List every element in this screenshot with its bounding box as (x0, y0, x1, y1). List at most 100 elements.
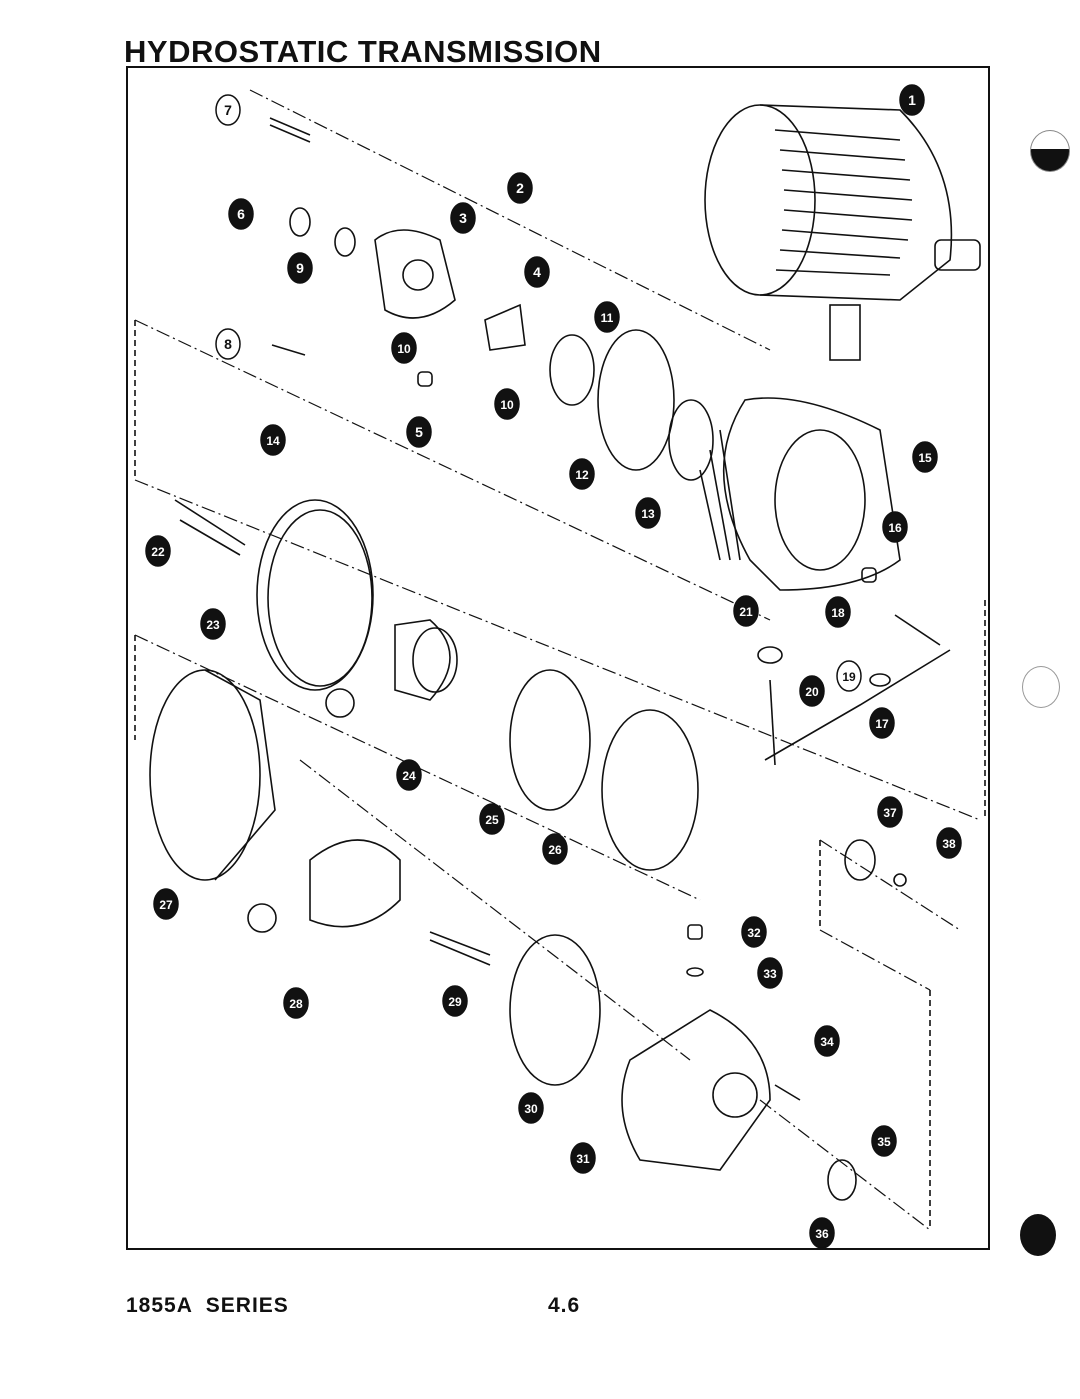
callout-label: 38 (942, 837, 956, 851)
callout-marker (287, 252, 313, 284)
callout-label: 24 (402, 769, 416, 783)
parts (149, 117, 951, 1201)
callout-marker (518, 1092, 544, 1124)
callout-19: 19 (836, 660, 862, 692)
callout-label: 3 (459, 210, 467, 226)
callout-10: 10 (391, 332, 417, 364)
callout-label: 4 (533, 264, 541, 280)
callout-18: 18 (825, 596, 851, 628)
callout-marker (814, 1025, 840, 1057)
callout-marker (836, 660, 862, 692)
callout-36: 36 (809, 1217, 835, 1249)
callout-marker (145, 535, 171, 567)
callout-marker (283, 987, 309, 1019)
callout-12: 12 (569, 458, 595, 490)
callout-marker (635, 497, 661, 529)
transmission-assembly (704, 104, 981, 361)
callout-16: 16 (882, 511, 908, 543)
callout-label: 8 (224, 336, 232, 352)
callout-label: 19 (842, 670, 856, 684)
callout-label: 5 (415, 424, 423, 440)
callout-21: 21 (733, 595, 759, 627)
callout-label: 21 (739, 605, 753, 619)
callout-marker (594, 301, 620, 333)
callout-28: 28 (283, 987, 309, 1019)
callout-label: 17 (875, 717, 889, 731)
callout-29: 29 (442, 985, 468, 1017)
callout-marker (507, 172, 533, 204)
diagram-frame (126, 66, 990, 1250)
callout-label: 25 (485, 813, 499, 827)
callout-marker (479, 803, 505, 835)
callout-23: 23 (200, 608, 226, 640)
callout-marker (799, 675, 825, 707)
callout-27: 27 (153, 888, 179, 920)
callout-marker (153, 888, 179, 920)
callout-marker (936, 827, 962, 859)
callout-label: 22 (151, 545, 165, 559)
callout-6: 6 (228, 198, 254, 230)
callout-marker (542, 833, 568, 865)
callout-25: 25 (479, 803, 505, 835)
callout-label: 11 (601, 311, 614, 325)
callout-label: 10 (397, 342, 411, 356)
callout-marker (871, 1125, 897, 1157)
callout-label: 1 (908, 92, 916, 108)
callout-label: 30 (524, 1102, 538, 1116)
callout-30: 30 (518, 1092, 544, 1124)
callout-marker (215, 94, 241, 126)
callout-38: 38 (936, 827, 962, 859)
callout-label: 2 (516, 180, 524, 196)
callout-3: 3 (450, 202, 476, 234)
callout-marker (899, 84, 925, 116)
callout-label: 26 (548, 843, 562, 857)
callout-label: 35 (877, 1135, 891, 1149)
callout-1: 1 (899, 84, 925, 116)
callout-2: 2 (507, 172, 533, 204)
callout-10: 10 (494, 388, 520, 420)
callout-35: 35 (871, 1125, 897, 1157)
callout-13: 13 (635, 497, 661, 529)
callout-label: 16 (888, 521, 902, 535)
page-title: HYDROSTATIC TRANSMISSION (124, 34, 602, 69)
binder-hole-top (1030, 130, 1070, 172)
callout-label: 7 (224, 102, 232, 118)
callout-15: 15 (912, 441, 938, 473)
callout-14: 14 (260, 424, 286, 456)
callout-label: 6 (237, 206, 245, 222)
binder-hole-middle (1022, 666, 1060, 708)
callout-label: 29 (448, 995, 462, 1009)
callout-11: 11 (594, 301, 620, 333)
callout-marker (524, 256, 550, 288)
callout-marker (450, 202, 476, 234)
callout-7: 7 (215, 94, 241, 126)
callout-label: 23 (206, 618, 220, 632)
callout-label: 34 (820, 1035, 834, 1049)
callout-marker (228, 198, 254, 230)
callout-marker (260, 424, 286, 456)
callout-label: 12 (575, 468, 589, 482)
callout-marker (912, 441, 938, 473)
callout-31: 31 (570, 1142, 596, 1174)
callout-marker (877, 796, 903, 828)
callout-marker (569, 458, 595, 490)
callout-9: 9 (287, 252, 313, 284)
callout-marker (442, 985, 468, 1017)
callout-marker (396, 759, 422, 791)
callout-label: 31 (576, 1152, 590, 1166)
callout-marker (825, 596, 851, 628)
callout-marker (809, 1217, 835, 1249)
callout-label: 32 (747, 926, 761, 940)
callout-4: 4 (524, 256, 550, 288)
callout-marker (882, 511, 908, 543)
callout-8: 8 (215, 328, 241, 360)
callout-24: 24 (396, 759, 422, 791)
callout-marker (406, 416, 432, 448)
callout-20: 20 (799, 675, 825, 707)
callout-17: 17 (869, 707, 895, 739)
callout-label: 13 (641, 507, 655, 521)
callout-label: 20 (805, 685, 819, 699)
callout-marker (494, 388, 520, 420)
callout-22: 22 (145, 535, 171, 567)
